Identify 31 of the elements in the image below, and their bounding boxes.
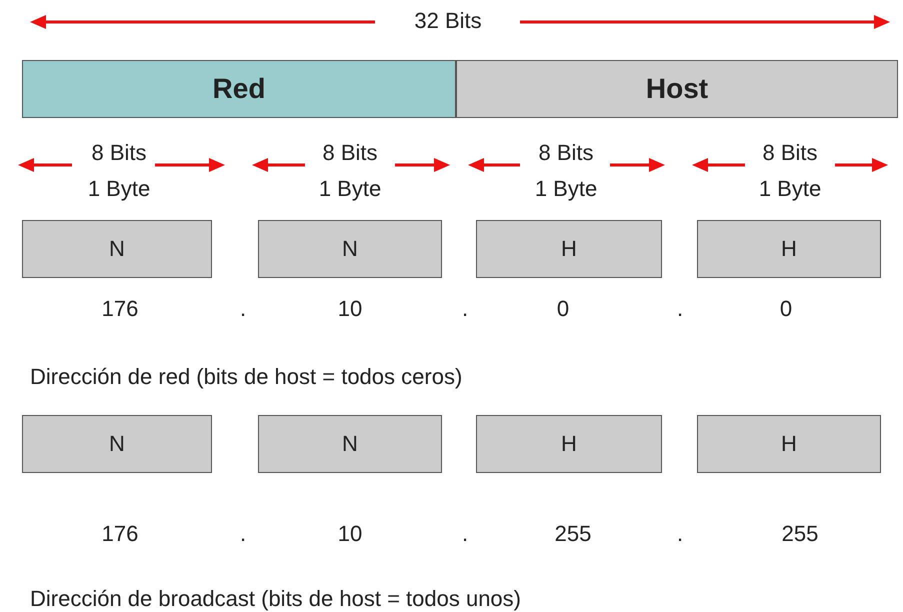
octet-box: N: [258, 220, 442, 278]
field-bar-segment: Red: [22, 60, 456, 118]
octet-value: 0: [556, 296, 570, 322]
field-bar-segment: Host: [456, 60, 898, 118]
byte-size-label: 8 Bits 1 Byte: [534, 139, 598, 203]
octet-value: 10: [338, 521, 362, 547]
octet-box: H: [476, 220, 662, 278]
byte-size-label: 8 Bits 1 Byte: [318, 139, 382, 203]
octet-box: N: [22, 415, 212, 473]
octet-box: H: [476, 415, 662, 473]
octet-value: 10: [338, 296, 362, 322]
octet-value: 176: [102, 521, 138, 547]
octet-value: 255: [782, 521, 818, 547]
separator-dot: .: [676, 296, 684, 322]
octet-box: H: [697, 220, 881, 278]
caption: Dirección de red (bits de host = todos ceros): [30, 364, 462, 390]
octet-box: N: [258, 415, 442, 473]
separator-dot: .: [462, 521, 468, 547]
byte-size-label: 8 Bits 1 Byte: [758, 139, 822, 203]
octet-box: N: [22, 220, 212, 278]
octet-value: 255: [554, 521, 592, 547]
octet-value: 176: [102, 296, 138, 322]
separator-dot: .: [240, 296, 246, 322]
octet-value: 0: [780, 296, 792, 322]
separator-dot: .: [240, 521, 246, 547]
bit-count-label: 32 Bits: [414, 8, 482, 34]
separator-dot: .: [676, 521, 684, 547]
separator-dot: .: [462, 296, 468, 322]
caption: Dirección de broadcast (bits de host = todos unos): [30, 586, 521, 612]
byte-size-label: 8 Bits 1 Byte: [86, 139, 152, 203]
octet-box: H: [697, 415, 881, 473]
